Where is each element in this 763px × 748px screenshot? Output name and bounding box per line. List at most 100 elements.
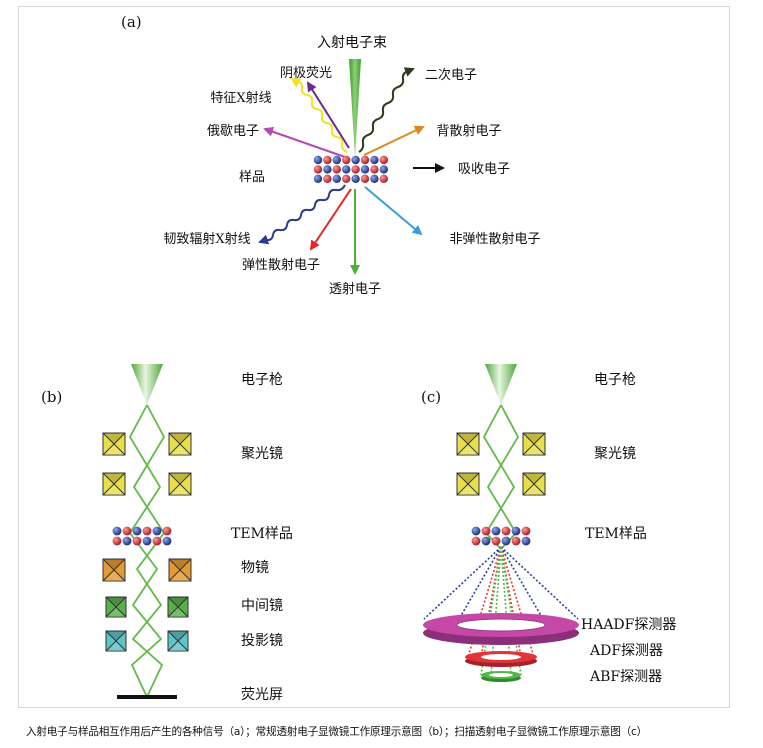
atom-blue bbox=[370, 174, 379, 183]
atom-blue bbox=[332, 174, 341, 183]
figure-canvas: (a) 入射电子束 阴极荧光 特征X射线 俄歇电子 二次电子 背散射电子 样品 … bbox=[41, 13, 676, 703]
secondary-electrons-arrow bbox=[358, 67, 415, 153]
atom-blue bbox=[471, 526, 481, 536]
backscattered-electrons-arrow bbox=[363, 125, 425, 156]
scatter-cone-abf bbox=[480, 546, 522, 676]
atom-blue bbox=[351, 174, 360, 183]
label-condenser-c: 聚光镜 bbox=[594, 446, 636, 462]
lens-element bbox=[102, 472, 126, 496]
beam-ray-left-c bbox=[482, 404, 516, 550]
haadf-detector bbox=[423, 613, 579, 645]
lens-element bbox=[456, 472, 480, 496]
lens-element bbox=[105, 596, 127, 618]
atom-red bbox=[491, 536, 501, 546]
panel-c-tag: (c) bbox=[421, 388, 441, 406]
atom-blue bbox=[122, 536, 132, 546]
characteristic-xray-arrow bbox=[290, 77, 348, 153]
condenser-lens-b bbox=[102, 432, 192, 496]
label-bremsstrahlung-xray: 韧致辐射X射线 bbox=[163, 231, 250, 247]
atom-red bbox=[342, 174, 351, 183]
atom-red bbox=[521, 526, 531, 536]
atom-red bbox=[332, 165, 341, 174]
label-incident-beam: 入射电子束 bbox=[317, 35, 387, 51]
label-sample: 样品 bbox=[239, 170, 265, 185]
atom-blue bbox=[481, 536, 491, 546]
atom-blue bbox=[360, 165, 370, 174]
label-electron-gun-c: 电子枪 bbox=[594, 371, 636, 388]
atom-blue bbox=[323, 165, 332, 174]
beam-ray-right-b bbox=[131, 404, 166, 698]
incident-beam-cone bbox=[349, 59, 361, 157]
label-absorbed-electrons: 吸收电子 bbox=[458, 162, 510, 177]
atom-red bbox=[351, 165, 360, 174]
atom-blue bbox=[521, 536, 531, 546]
atom-red bbox=[379, 155, 388, 165]
atom-red bbox=[313, 165, 323, 174]
atom-blue bbox=[152, 526, 162, 536]
atom-red bbox=[342, 155, 351, 165]
atom-red bbox=[360, 174, 370, 183]
lens-element bbox=[102, 558, 126, 582]
label-abf: ABF探测器 bbox=[589, 669, 662, 685]
label-secondary-electrons: 二次电子 bbox=[425, 67, 477, 83]
atom-blue bbox=[501, 536, 511, 546]
lens-element bbox=[168, 432, 192, 456]
label-tem-sample-c: TEM样品 bbox=[585, 526, 647, 542]
atom-blue bbox=[162, 536, 172, 546]
atom-blue bbox=[491, 526, 501, 536]
projector-lens-b bbox=[105, 630, 189, 652]
auger-electrons-arrow bbox=[263, 126, 346, 158]
atom-red bbox=[152, 536, 162, 546]
label-elastic-scattered: 弹性散射电子 bbox=[242, 257, 320, 273]
atom-blue bbox=[370, 155, 379, 165]
label-intermediate: 中间镜 bbox=[241, 598, 283, 614]
lens-element bbox=[456, 432, 480, 456]
lens-element bbox=[167, 596, 189, 618]
figure-frame: (a) 入射电子束 阴极荧光 特征X射线 俄歇电子 二次电子 背散射电子 样品 … bbox=[18, 6, 730, 708]
lens-element bbox=[522, 432, 546, 456]
scatter-cone-haadf bbox=[423, 546, 579, 620]
panel-b-tag: (b) bbox=[41, 388, 62, 406]
atom-blue bbox=[351, 155, 360, 165]
atom-blue bbox=[112, 526, 122, 536]
atom-blue bbox=[132, 526, 142, 536]
atom-red bbox=[323, 174, 332, 183]
atom-red bbox=[132, 536, 142, 546]
label-electron-gun-b: 电子枪 bbox=[241, 371, 283, 388]
lens-element bbox=[168, 558, 192, 582]
electron-gun-c bbox=[485, 364, 517, 405]
bremsstrahlung-xray-arrow bbox=[258, 184, 346, 245]
label-condenser-b: 聚光镜 bbox=[241, 446, 283, 462]
elastic-scattered-arrow bbox=[309, 188, 352, 251]
panel-a-tag: (a) bbox=[121, 13, 142, 31]
atom-red bbox=[112, 536, 122, 546]
label-transmitted-electrons: 透射电子 bbox=[329, 281, 381, 297]
atom-red bbox=[323, 155, 332, 165]
sample-atoms-c bbox=[471, 526, 531, 546]
abf-detector bbox=[481, 671, 521, 682]
atom-blue bbox=[511, 526, 521, 536]
electron-gun-b bbox=[131, 364, 163, 405]
condenser-lens-c bbox=[456, 432, 546, 496]
label-characteristic-xray: 特征X射线 bbox=[210, 90, 271, 106]
lens-element bbox=[102, 432, 126, 456]
label-adf: ADF探测器 bbox=[589, 643, 663, 659]
label-inelastic-scattered: 非弹性散射电子 bbox=[449, 231, 540, 247]
atom-red bbox=[162, 526, 172, 536]
fluorescent-screen bbox=[117, 695, 177, 699]
atom-red bbox=[481, 526, 491, 536]
sample-atoms-a bbox=[313, 155, 388, 183]
beam-ray-right-c bbox=[486, 404, 520, 550]
atom-blue bbox=[332, 155, 341, 165]
label-haadf: HAADF探测器 bbox=[581, 617, 676, 633]
adf-detector bbox=[465, 651, 537, 667]
lens-element bbox=[522, 472, 546, 496]
atom-blue bbox=[342, 165, 351, 174]
label-screen: 荧光屏 bbox=[241, 686, 283, 703]
label-projector: 投影镜 bbox=[241, 633, 283, 649]
atom-blue bbox=[313, 155, 323, 165]
atom-red bbox=[501, 526, 511, 536]
atom-red bbox=[471, 536, 481, 546]
cathodoluminescence-arrow bbox=[306, 81, 350, 149]
objective-lens-b bbox=[102, 558, 192, 582]
